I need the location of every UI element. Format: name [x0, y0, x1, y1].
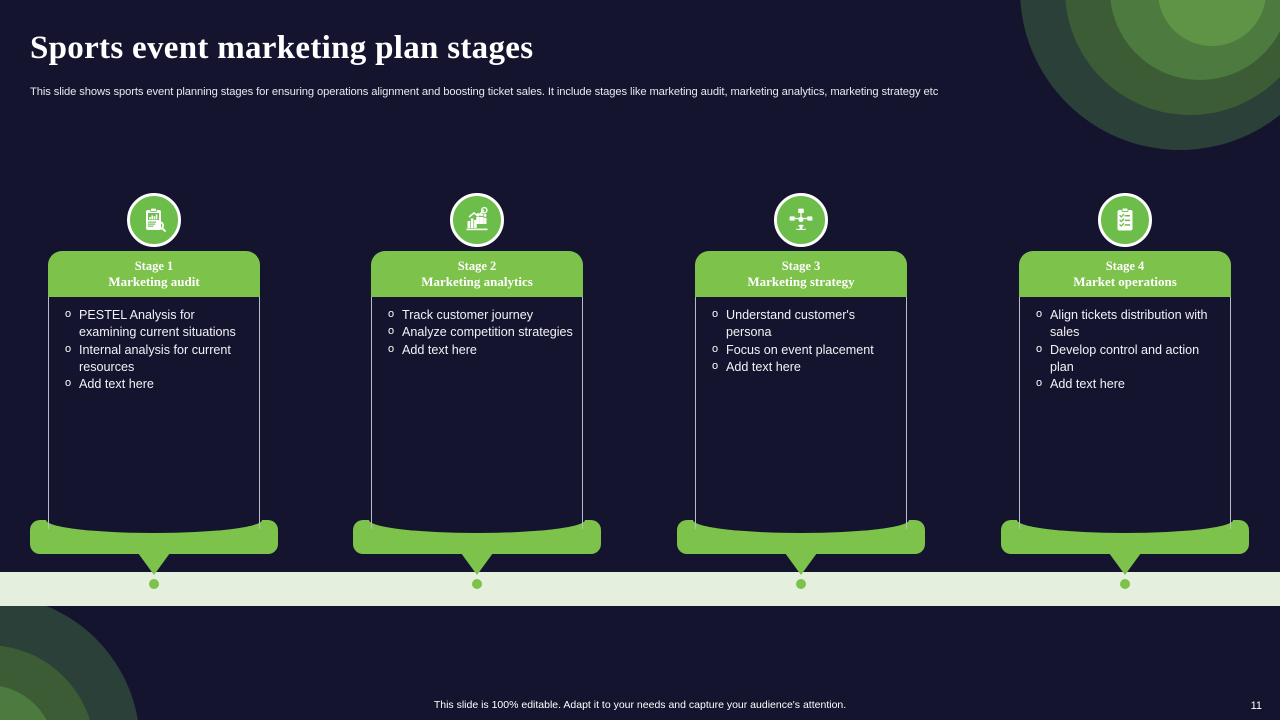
stage-title: Marketing analytics — [421, 273, 533, 289]
decor-ring-inner — [1110, 0, 1280, 80]
stage-card-header: Stage 1 Marketing audit — [48, 251, 260, 297]
stage-card-panel: Stage 2 Marketing analytics Track custom… — [371, 251, 583, 529]
pedestal-notch — [693, 507, 909, 533]
pedestal-notch — [46, 507, 262, 533]
stage-card-panel: Stage 1 Marketing audit PESTEL Analysis … — [48, 251, 260, 529]
list-item: Analyze competition strategies — [380, 324, 574, 341]
timeline-dot — [149, 579, 159, 589]
stage-number-label: Stage 2 — [457, 258, 497, 273]
stage-pedestal — [677, 507, 925, 554]
list-item: Internal analysis for current resources — [57, 342, 251, 377]
stage-bullet-list: Align tickets distribution with sales De… — [1028, 307, 1222, 393]
stage-title: Marketing audit — [108, 273, 200, 289]
decor-ring-outer — [1020, 0, 1280, 150]
pedestal-notch — [369, 507, 585, 533]
stage-card-header: Stage 4 Market operations — [1019, 251, 1231, 297]
list-item: Develop control and action plan — [1028, 342, 1222, 377]
stage-card-panel: Stage 4 Market operations Align tickets … — [1019, 251, 1231, 529]
timeline-dot — [1120, 579, 1130, 589]
stage-pointer — [785, 553, 817, 575]
clipboard-chart-search-icon — [127, 193, 181, 247]
list-item: Align tickets distribution with sales — [1028, 307, 1222, 342]
stage-number-label: Stage 4 — [1105, 258, 1145, 273]
list-item: Understand customer's persona — [704, 307, 898, 342]
pedestal-notch — [1017, 507, 1233, 533]
list-item: Add text here — [380, 342, 574, 359]
stage-pedestal — [1001, 507, 1249, 554]
decor-ring-mid — [1065, 0, 1280, 115]
stage-pointer — [1109, 553, 1141, 575]
list-item: Add text here — [57, 376, 251, 393]
bar-chart-people-growth-icon — [450, 193, 504, 247]
stage-card-body: Understand customer's persona Focus on e… — [695, 297, 907, 529]
timeline-band — [0, 572, 1280, 606]
stage-card-body: Track customer journey Analyze competiti… — [371, 297, 583, 529]
stage-number-label: Stage 3 — [781, 258, 821, 273]
decor-ring-core — [1158, 0, 1266, 46]
stage-card-2[interactable]: Stage 2 Marketing analytics Track custom… — [353, 193, 601, 593]
list-item: Focus on event placement — [704, 342, 898, 359]
page-title: Sports event marketing plan stages — [30, 30, 534, 66]
person-network-strategy-icon — [774, 193, 828, 247]
list-item: Track customer journey — [380, 307, 574, 324]
stage-number-label: Stage 1 — [134, 258, 174, 273]
timeline-dot — [796, 579, 806, 589]
stage-card-header: Stage 3 Marketing strategy — [695, 251, 907, 297]
stage-pedestal — [353, 507, 601, 554]
timeline-dot — [472, 579, 482, 589]
stage-card-body: Align tickets distribution with sales De… — [1019, 297, 1231, 529]
page-subtitle: This slide shows sports event planning s… — [30, 86, 939, 98]
stage-pedestal — [30, 507, 278, 554]
page-number: 11 — [1250, 700, 1262, 712]
stage-title: Marketing strategy — [747, 273, 855, 289]
stage-pointer — [461, 553, 493, 575]
stage-card-panel: Stage 3 Marketing strategy Understand cu… — [695, 251, 907, 529]
stages-row: Stage 1 Marketing audit PESTEL Analysis … — [0, 193, 1280, 593]
stage-card-4[interactable]: Stage 4 Market operations Align tickets … — [1001, 193, 1249, 593]
stage-card-header: Stage 2 Marketing analytics — [371, 251, 583, 297]
stage-bullet-list: Understand customer's persona Focus on e… — [704, 307, 898, 376]
clipboard-checklist-icon — [1098, 193, 1152, 247]
stage-bullet-list: PESTEL Analysis for examining current si… — [57, 307, 251, 393]
footer-note: This slide is 100% editable. Adapt it to… — [433, 699, 847, 711]
list-item: PESTEL Analysis for examining current si… — [57, 307, 251, 342]
list-item: Add text here — [1028, 376, 1222, 393]
stage-card-body: PESTEL Analysis for examining current si… — [48, 297, 260, 529]
stage-pointer — [138, 553, 170, 575]
stage-card-1[interactable]: Stage 1 Marketing audit PESTEL Analysis … — [30, 193, 278, 593]
stage-card-3[interactable]: Stage 3 Marketing strategy Understand cu… — [677, 193, 925, 593]
list-item: Add text here — [704, 359, 898, 376]
stage-title: Market operations — [1073, 273, 1177, 289]
stage-bullet-list: Track customer journey Analyze competiti… — [380, 307, 574, 359]
top-right-decorative-rings — [1020, 0, 1280, 200]
